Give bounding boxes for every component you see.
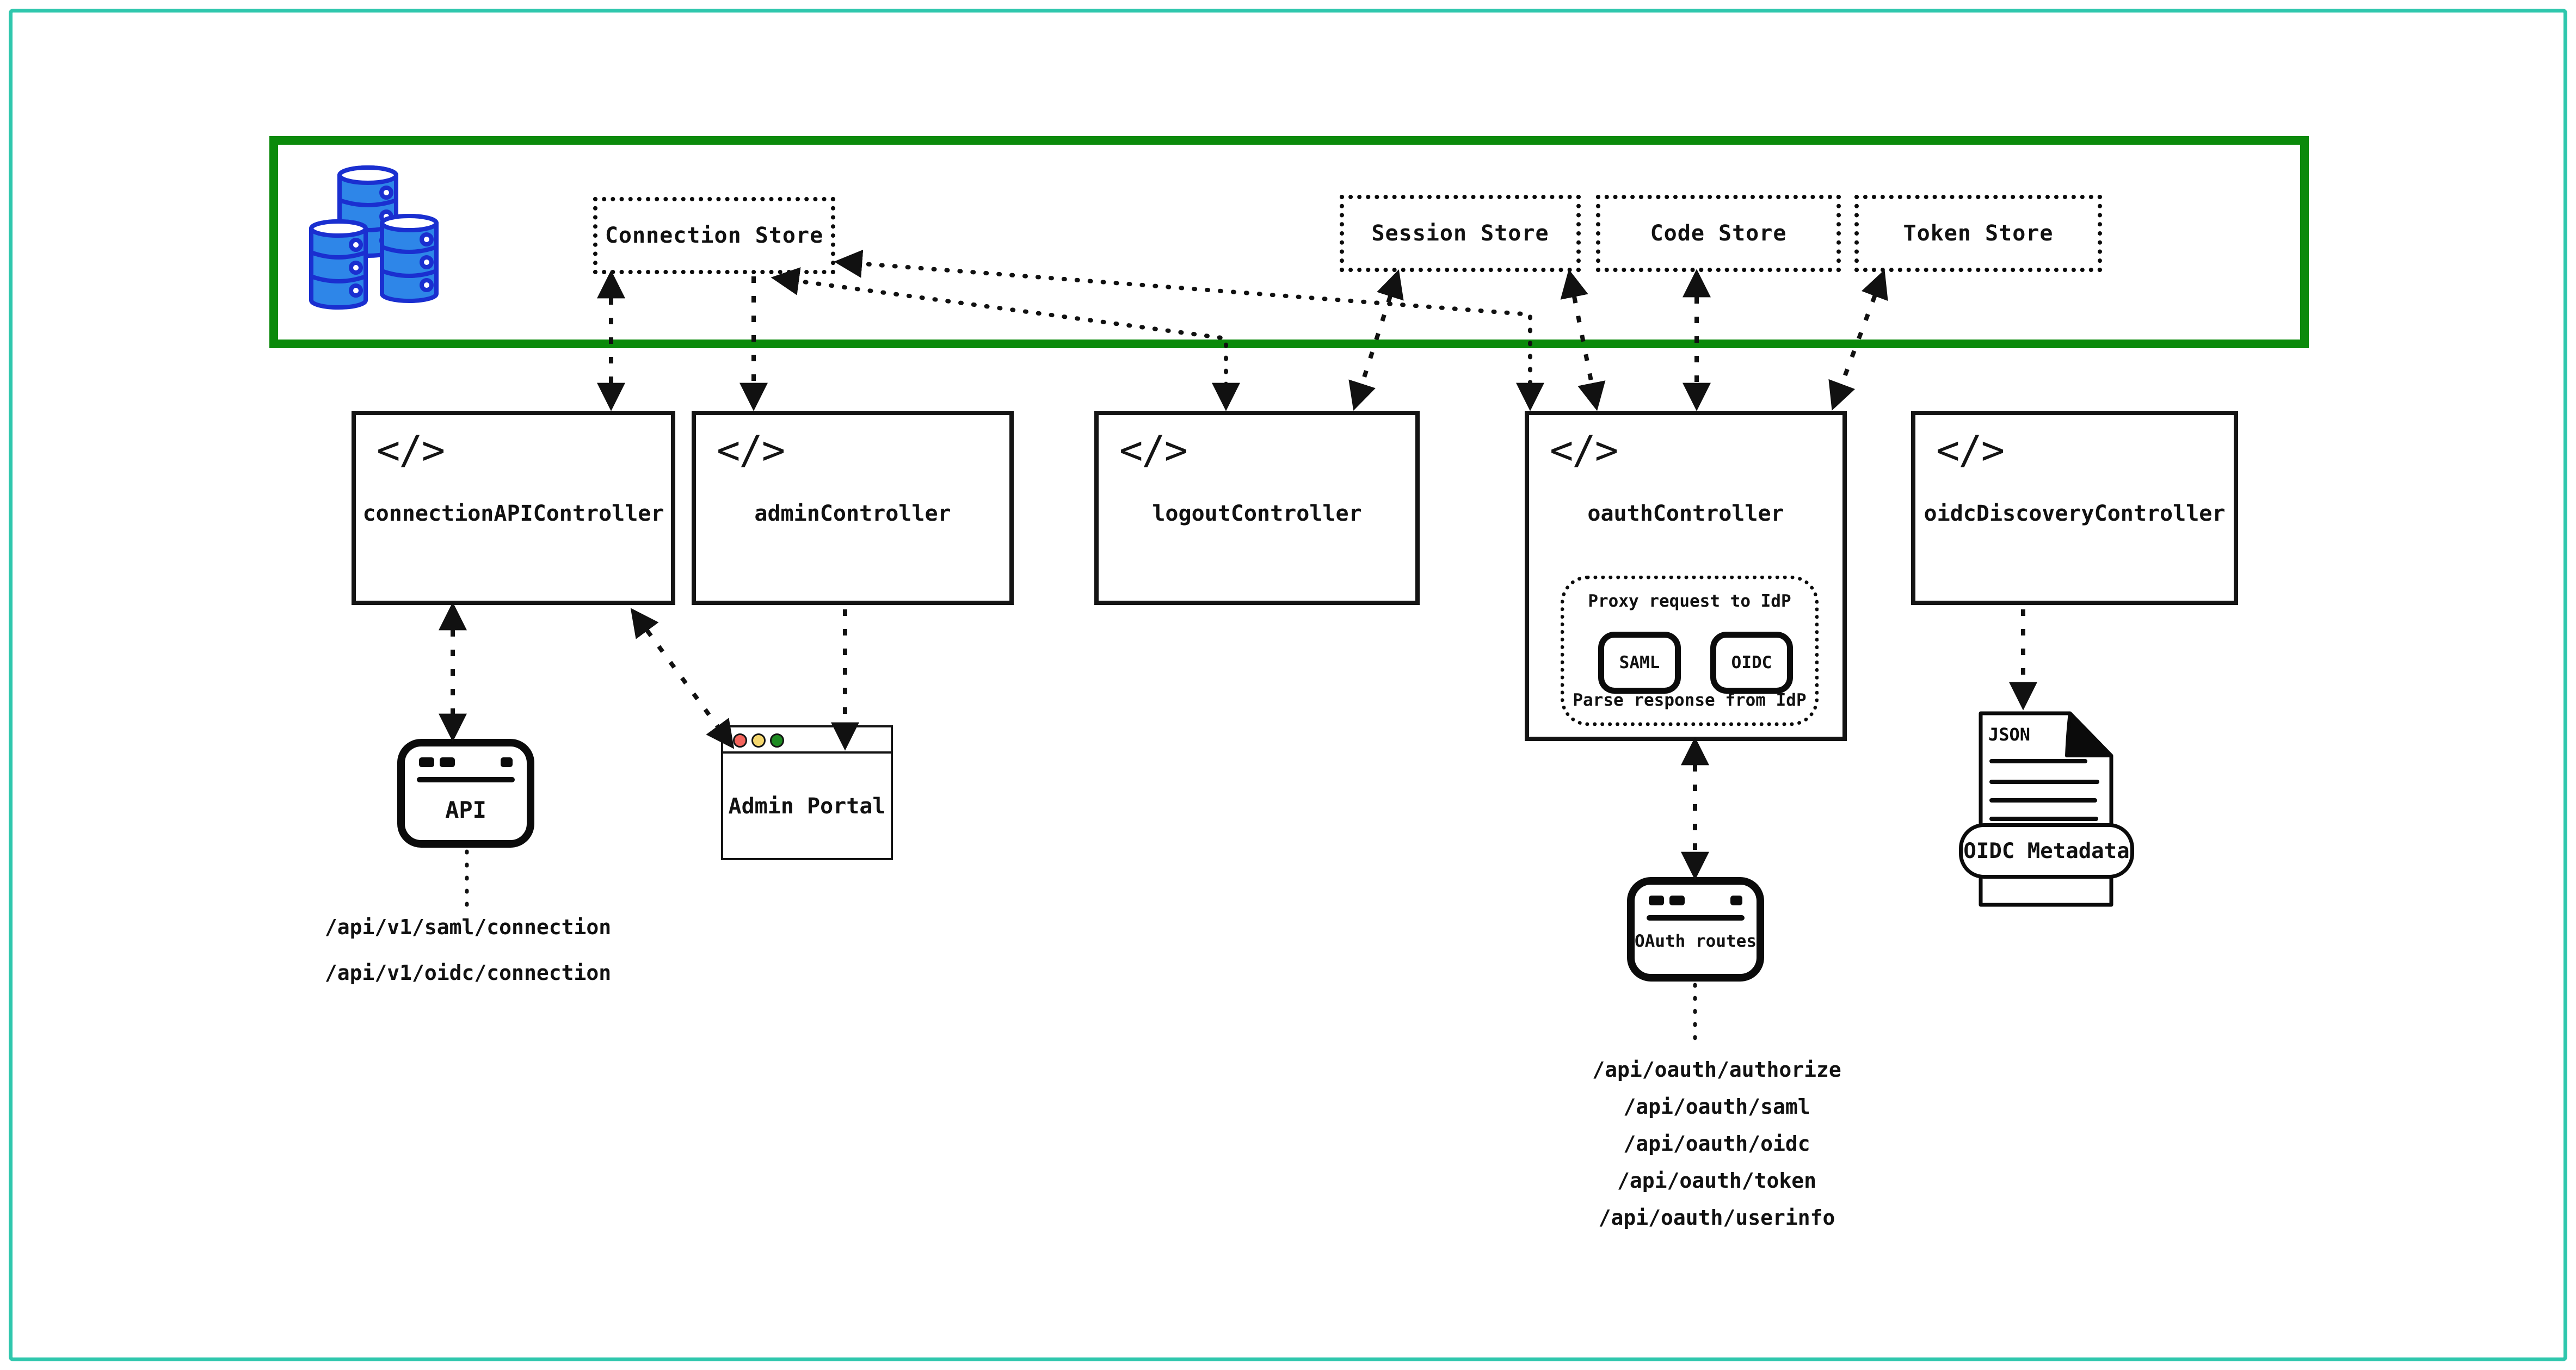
minimize-window-icon: [751, 733, 766, 748]
parse-response-label: Parse response from IdP: [1573, 690, 1807, 710]
logout-controller-box: </> logoutController: [1094, 411, 1420, 605]
oauth-routes-label: OAuth routes: [1635, 931, 1757, 951]
oidc-discovery-controller-box: </> oidcDiscoveryController: [1911, 411, 2238, 605]
session-store-label: Session Store: [1371, 221, 1549, 246]
api-client-icon: API: [397, 739, 534, 848]
window-dot: [1649, 896, 1664, 905]
proxy-request-label: Proxy request to IdP: [1588, 591, 1791, 611]
code-icon: </>: [1550, 427, 1618, 473]
oidc-metadata-label: OIDC Metadata: [1963, 838, 2130, 863]
token-store-label: Token Store: [1903, 221, 2054, 246]
api-label: API: [445, 797, 486, 823]
saml-label: SAML: [1619, 653, 1660, 672]
oauth-routes-icon: OAuth routes: [1627, 877, 1764, 982]
connection-api-controller-label: connectionAPIController: [362, 501, 664, 526]
code-icon: </>: [1936, 427, 2005, 473]
window-titlebar: [417, 777, 515, 782]
endpoint-text: /api/oauth/token: [1617, 1169, 1817, 1193]
logout-controller-label: logoutController: [1152, 501, 1362, 526]
json-file-type-label: JSON: [1988, 724, 2030, 745]
endpoint-text: /api/oauth/oidc: [1623, 1132, 1810, 1156]
code-store-box: Code Store: [1596, 195, 1841, 272]
endpoint-text: /api/oauth/authorize: [1592, 1058, 1841, 1082]
database-cluster-icon: [309, 165, 439, 310]
idp-proxy-box: Proxy request to IdP SAML OIDC Parse res…: [1561, 576, 1819, 726]
code-icon: </>: [377, 427, 445, 473]
admin-portal-window: Admin Portal: [721, 725, 893, 860]
oidc-protocol-box: OIDC: [1710, 632, 1793, 694]
session-store-box: Session Store: [1340, 195, 1581, 272]
window-dot: [1730, 896, 1742, 905]
window-dot: [419, 757, 434, 767]
oidc-metadata-badge: OIDC Metadata: [1959, 823, 2134, 879]
code-icon: </>: [1119, 427, 1188, 473]
window-dot: [501, 757, 513, 767]
close-window-icon: [733, 733, 747, 748]
oauth-controller-label: oauthController: [1587, 501, 1784, 526]
saml-protocol-box: SAML: [1598, 632, 1681, 694]
endpoint-text: /api/oauth/saml: [1623, 1095, 1810, 1119]
oauth-controller-box: </> oauthController Proxy request to IdP…: [1525, 411, 1847, 741]
window-titlebar: [1647, 915, 1745, 921]
endpoint-text: /api/oauth/userinfo: [1598, 1206, 1835, 1230]
window-dot: [440, 757, 455, 767]
connection-api-controller-box: </> connectionAPIController: [352, 411, 675, 605]
endpoint-text: /api/v1/saml/connection: [324, 915, 612, 939]
maximize-window-icon: [770, 733, 784, 748]
window-dot: [1669, 896, 1685, 905]
connection-store-label: Connection Store: [605, 223, 824, 248]
admin-portal-label: Admin Portal: [728, 794, 886, 819]
token-store-box: Token Store: [1854, 195, 2102, 272]
connection-store-box: Connection Store: [593, 197, 835, 274]
admin-controller-box: </> adminController: [692, 411, 1014, 605]
window-titlebar: [723, 727, 891, 754]
endpoint-text: /api/v1/oidc/connection: [324, 961, 612, 985]
connection-api-endpoints: /api/v1/saml/connection /api/v1/oidc/con…: [305, 915, 631, 1007]
oidc-label: OIDC: [1731, 653, 1772, 672]
code-icon: </>: [717, 427, 785, 473]
oidc-discovery-controller-label: oidcDiscoveryController: [1924, 501, 2226, 526]
page-frame: [9, 9, 2567, 1361]
code-store-label: Code Store: [1650, 221, 1787, 246]
admin-controller-label: adminController: [754, 501, 951, 526]
oauth-endpoints: /api/oauth/authorize /api/oauth/saml /ap…: [1554, 1058, 1880, 1243]
